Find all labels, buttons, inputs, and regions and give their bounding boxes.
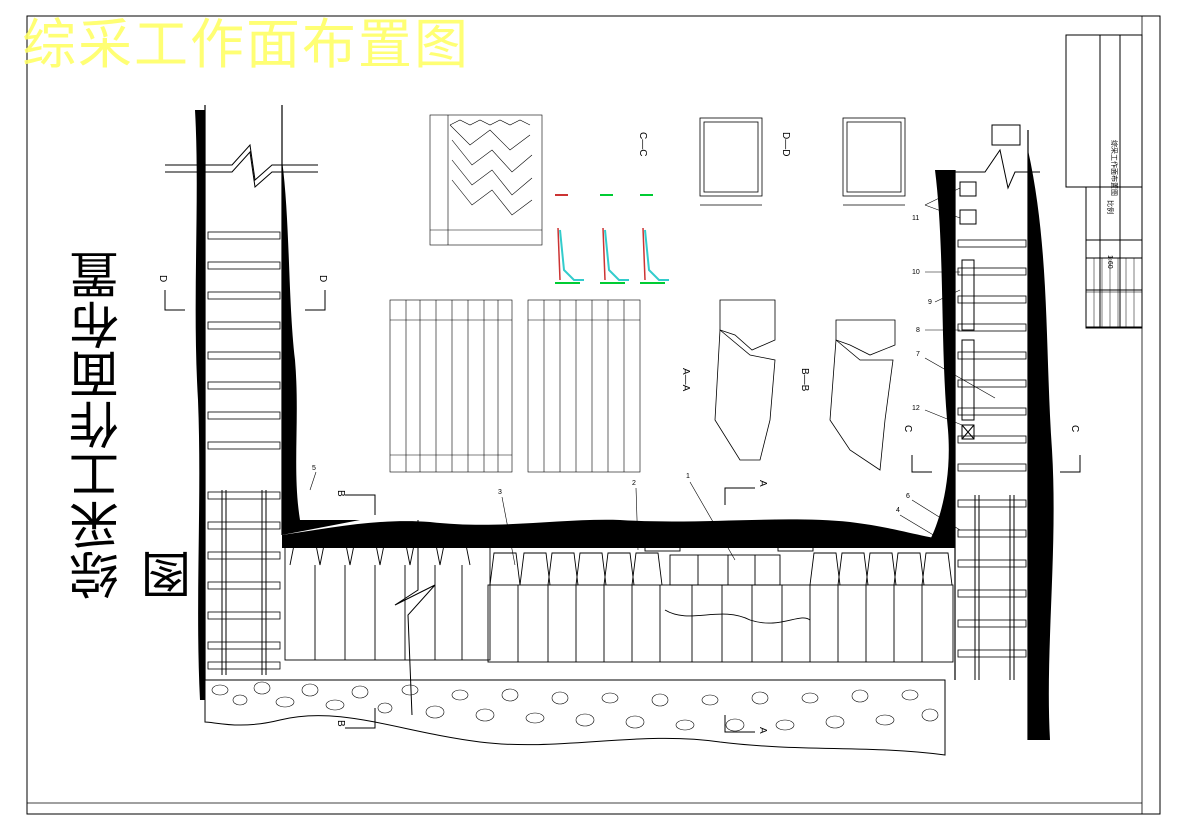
support-shields bbox=[284, 536, 954, 663]
vertical-title: 综采工作面布置图 bbox=[69, 250, 199, 600]
section-label-c-left: C bbox=[902, 425, 913, 432]
left-roadway bbox=[165, 105, 360, 700]
section-label-b-bottom: B bbox=[335, 720, 346, 727]
title-overlay: 综采工作面布置图 bbox=[22, 13, 470, 76]
part-number-5: 5 bbox=[312, 465, 316, 472]
part-number-10: 10 bbox=[912, 269, 920, 276]
section-label-a-a: A—A bbox=[680, 368, 691, 392]
title-block-name: 综采工作面布置图 bbox=[1110, 140, 1119, 196]
section-label-d-left: D bbox=[157, 275, 168, 282]
section-label-d-d: D—D bbox=[780, 132, 791, 156]
part-number-4: 4 bbox=[896, 507, 900, 514]
part-number-6: 6 bbox=[906, 493, 910, 500]
cross-section-sketches bbox=[555, 194, 669, 284]
part-number-3: 3 bbox=[498, 489, 502, 496]
drawing-frame bbox=[26, 15, 1161, 815]
goaf-area bbox=[204, 679, 946, 756]
cycle-chart bbox=[429, 114, 543, 246]
section-label-c-right: C bbox=[1069, 425, 1080, 432]
part-number-7: 7 bbox=[916, 351, 920, 358]
part-number-1: 1 bbox=[686, 473, 690, 480]
part-number-11: 11 bbox=[912, 215, 919, 222]
right-roadway bbox=[930, 124, 1054, 740]
title-block-scale-value: 1:60 bbox=[1106, 255, 1113, 269]
tables bbox=[389, 299, 641, 473]
section-label-b-top: B bbox=[335, 490, 346, 497]
section-label-a-top: A bbox=[757, 480, 768, 487]
section-label-d-right: D bbox=[317, 275, 328, 282]
part-number-8: 8 bbox=[916, 327, 920, 334]
title-block: 综采工作面布置图 比例 1:60 bbox=[1065, 34, 1143, 329]
section-label-a-bottom: A bbox=[757, 727, 768, 734]
part-number-2: 2 bbox=[632, 480, 636, 487]
section-label-c-c: C—C bbox=[637, 132, 648, 156]
section-boxes bbox=[699, 117, 906, 206]
coal-face-band bbox=[282, 519, 955, 548]
section-label-b-b: B—B bbox=[799, 368, 810, 392]
title-block-scale-label: 比例 bbox=[1106, 200, 1115, 214]
part-number-9: 9 bbox=[928, 299, 932, 306]
part-number-12: 12 bbox=[912, 405, 920, 412]
shield-sections bbox=[714, 299, 896, 471]
